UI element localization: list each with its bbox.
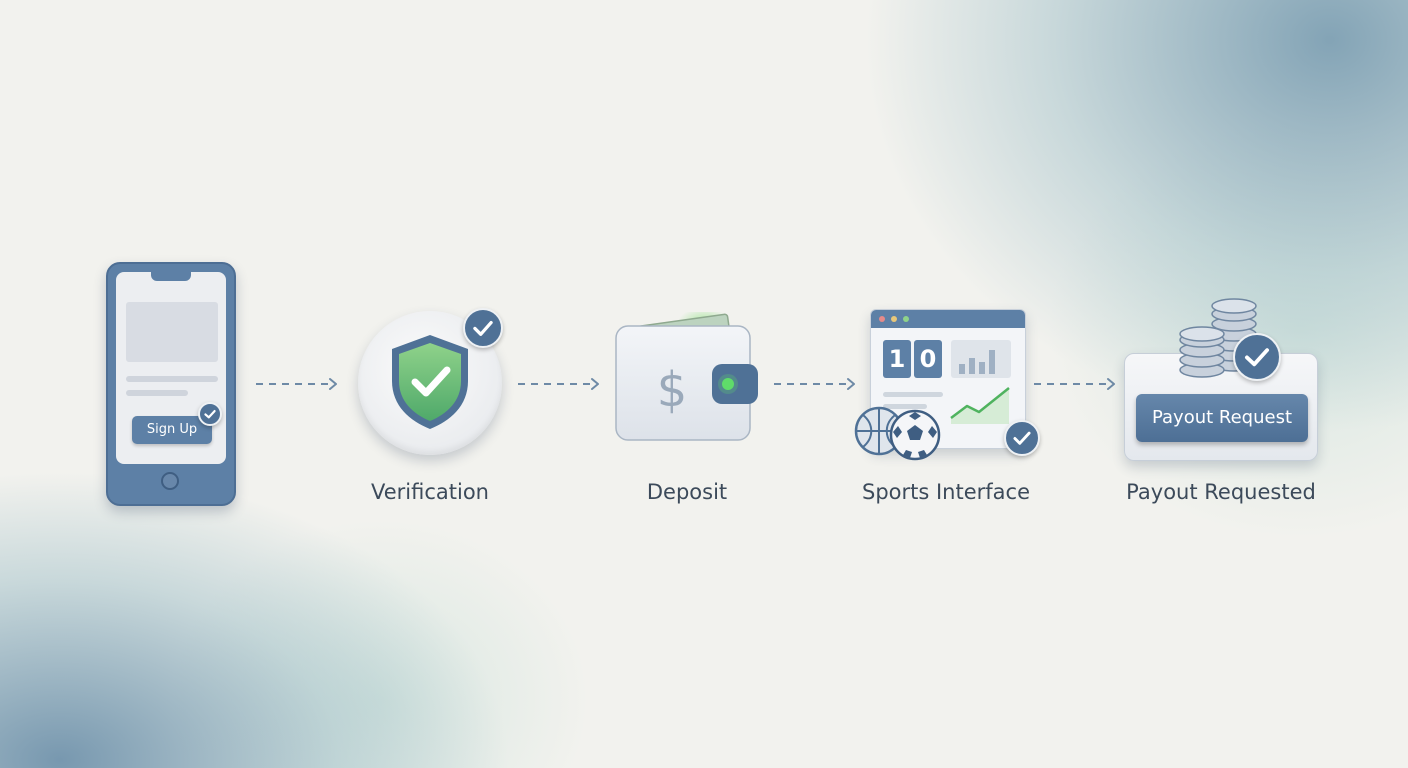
payout-request-button[interactable]: Payout Request [1136, 394, 1308, 442]
phone-icon: Sign Up [106, 262, 236, 506]
score-right: 0 [914, 340, 942, 378]
arrow-right-icon [518, 378, 599, 390]
sign-up-button[interactable]: Sign Up [132, 416, 212, 444]
home-button [161, 472, 179, 490]
coin-stack-icon [1179, 298, 1257, 378]
text-line [126, 376, 218, 382]
text-line [126, 390, 188, 396]
step-label: Sports Interface [861, 480, 1031, 504]
arrow-right-icon [256, 378, 337, 390]
payout-card: Payout Request [1124, 353, 1318, 461]
score-left: 1 [883, 340, 911, 378]
check-badge-icon [1233, 333, 1281, 381]
soccer-ball-icon [889, 409, 941, 461]
trend-line-icon [950, 387, 1010, 424]
window-titlebar [871, 310, 1025, 328]
wallet-icon: $ [612, 308, 762, 442]
window-dot [903, 316, 909, 322]
window-dot [891, 316, 897, 322]
arrow-right-icon [1034, 378, 1115, 390]
dollar-sign: $ [657, 362, 688, 418]
check-badge-icon [1004, 420, 1040, 456]
arrow-right-icon [774, 378, 855, 390]
phone-screen: Sign Up [116, 272, 226, 464]
check-badge-icon [463, 308, 503, 348]
bar-chart-icon [951, 340, 1011, 378]
step-label: Deposit [646, 480, 728, 504]
sports-dashboard-icon: 1 0 [870, 309, 1026, 449]
shield-check-icon [392, 335, 468, 429]
text-line [883, 404, 927, 409]
phone-notch [151, 272, 191, 281]
check-badge-icon [198, 402, 222, 426]
text-line [883, 392, 943, 397]
window-dot [879, 316, 885, 322]
step-label: Payout Requested [1126, 480, 1316, 504]
image-placeholder [126, 302, 218, 362]
step-label: Verification [371, 480, 489, 504]
